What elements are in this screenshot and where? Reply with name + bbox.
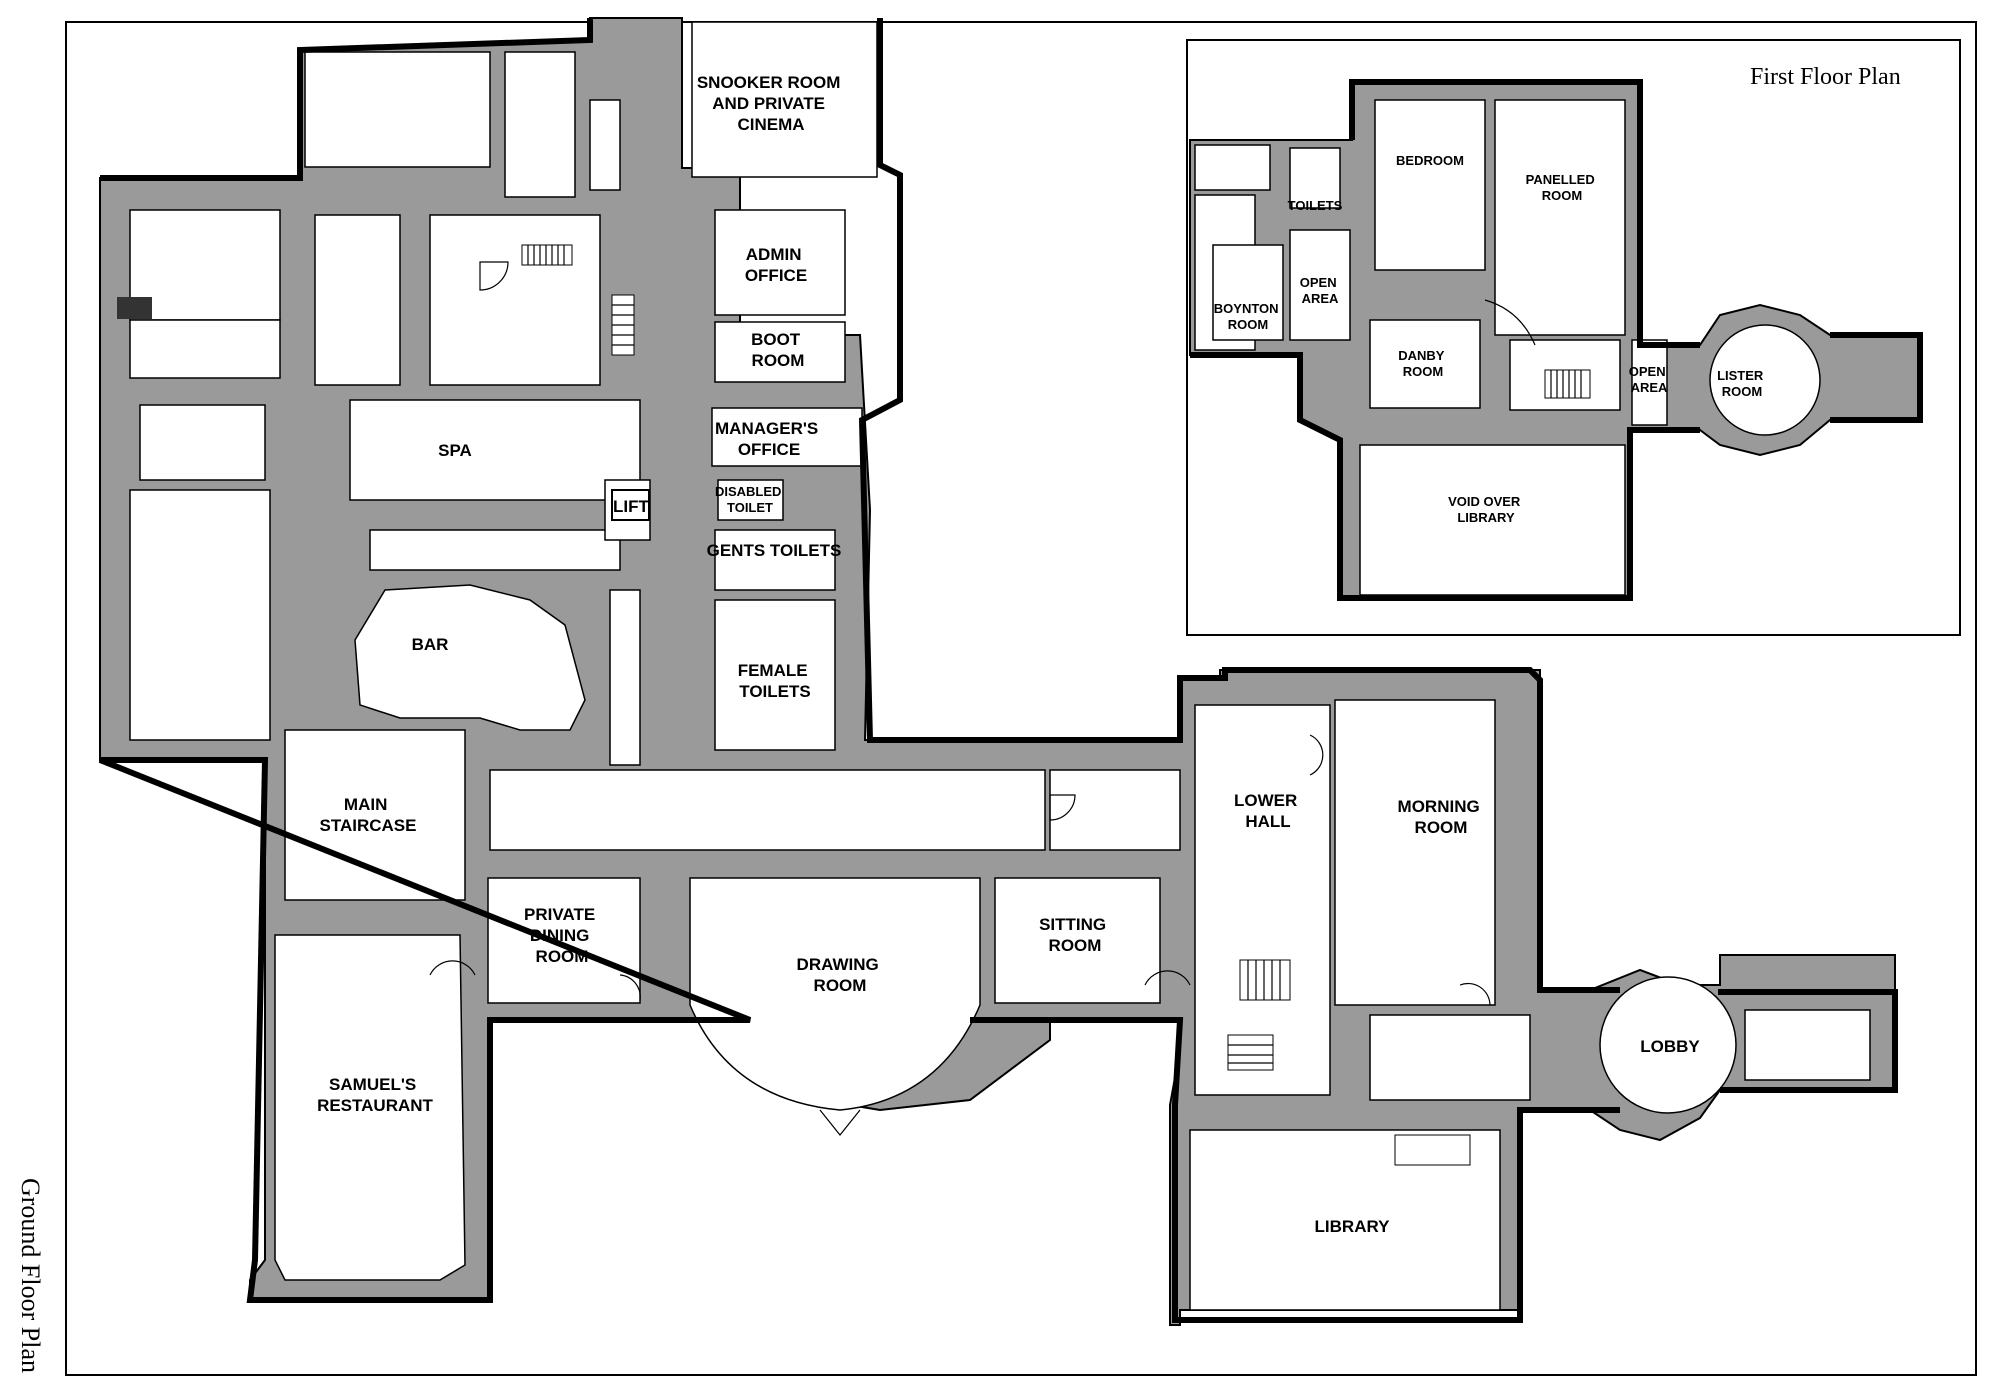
admin-office [714,209,846,316]
drawing-room [689,877,981,1111]
snooker-room [691,21,878,178]
lift-label: LIFT [613,497,649,516]
west-store [129,319,281,379]
ground-floor-plan: SNOOKER ROOM AND PRIVATE CINEMA ADMIN OF… [16,17,1898,1373]
gents-toilets-label: GENTS TOILETS [707,541,842,560]
spa-anteroom [314,214,401,386]
ff-north-west-room [1194,144,1271,191]
north-stair [521,244,573,266]
first-floor-perimeter [1190,79,1923,601]
corridor-east-room [1049,769,1181,851]
lower-hall-stair [1227,959,1291,1071]
bar-corridor [369,529,621,571]
lobby-label: LOBBY [1640,1037,1700,1056]
main-staircase [284,729,466,901]
spa-room [349,399,641,501]
ff-boynton-room [1212,244,1284,341]
door-swing [1144,970,1191,986]
spa-label: SPA [438,441,472,460]
ground-floor-title: Ground Floor Plan [16,1178,45,1373]
bar-room [354,584,586,731]
disabled-toilet-label: DISABLED TOILET [715,484,785,515]
ff-open-area-2 [1631,339,1668,426]
ff-open-area-1 [1289,229,1351,341]
private-dining-room [487,877,641,1004]
managers-office [711,407,863,467]
library-fireplace [1394,1134,1471,1166]
ff-toilets-label: TOILETS [1288,198,1343,213]
lobby [1599,976,1737,1114]
lift-box [611,489,650,521]
west-stair [117,297,152,319]
boot-room [714,321,846,383]
lower-hall [1194,704,1331,1096]
door-swing [1049,794,1076,821]
main-staircase-label: MAIN STAIRCASE [320,795,417,835]
morning-room-label: MORNING ROOM [1398,797,1485,837]
service-stair [611,294,635,356]
north-west-room [129,209,281,321]
private-dining-room-label: PRIVATE DINING ROOM [524,905,600,966]
service-strip [609,589,641,766]
boot-room-label: BOOT ROOM [751,330,805,370]
samuels-restaurant-label: SAMUEL'S RESTAURANT [317,1075,433,1115]
managers-office-label: MANAGER'S OFFICE [715,419,823,459]
drawing-room-label: DRAWING ROOM [797,955,884,995]
ff-void-over-library [1359,444,1626,596]
page-frame [65,21,1977,1376]
gents-toilets [714,529,836,591]
door-swing [1459,982,1491,1006]
north-stair-well [589,99,621,191]
door-swing [429,960,476,976]
morning-room [1334,699,1496,1006]
samuels-restaurant [274,934,466,1281]
ff-boynton-room-label: BOYNTON ROOM [1214,301,1282,332]
ff-lister-room [1709,324,1821,436]
ff-danby-room [1369,319,1481,409]
door-swing [1309,734,1324,776]
north-room-a [304,51,491,168]
ff-open-area-1-label: OPEN AREA [1300,275,1340,306]
library-label: LIBRARY [1315,1217,1391,1236]
drawing-room-door [819,1109,861,1136]
ff-toilets [1289,147,1341,209]
lobby-east-porch [1744,1009,1871,1081]
ff-bedroom [1374,99,1486,271]
first-floor-title: First Floor Plan [1750,64,1901,90]
door-swing [479,261,509,291]
disabled-toilet [717,479,784,521]
ff-panelled-room [1494,99,1626,336]
sitting-room-label: SITTING ROOM [1039,915,1111,955]
ff-danby-room-label: DANBY ROOM [1398,348,1448,379]
lower-hall-label: LOWER HALL [1234,791,1302,831]
ff-stair [1544,369,1591,399]
door-swing [619,974,641,1001]
bar-label: BAR [412,635,449,654]
east-corridor-room [1369,1014,1531,1101]
west-small-room [139,404,266,481]
female-toilets-label: FEMALE TOILETS [738,661,813,701]
ff-curved-stair [1484,299,1536,346]
ff-panelled-room-label: PANELLED ROOM [1526,172,1599,203]
ff-open-area-2-label: OPEN AREA [1629,364,1669,395]
snooker-room-label: SNOOKER ROOM AND PRIVATE CINEMA [697,73,845,134]
ff-lister-room-label: LISTER ROOM [1717,368,1767,399]
sitting-room [994,877,1161,1004]
north-room-b [504,51,576,198]
admin-office-label: ADMIN OFFICE [745,245,807,285]
spa-pool-room [429,214,601,386]
ground-floor-perimeter [98,18,1898,1323]
female-toilets [714,599,836,751]
ff-void-over-library-label: VOID OVER LIBRARY [1448,494,1524,525]
main-corridor [489,769,1046,851]
ff-bedroom-label: BEDROOM [1396,153,1464,168]
west-long-room [129,489,271,741]
first-floor-plan: First Floor Plan TOILETS BEDROOM PANELLE… [1186,39,1961,636]
